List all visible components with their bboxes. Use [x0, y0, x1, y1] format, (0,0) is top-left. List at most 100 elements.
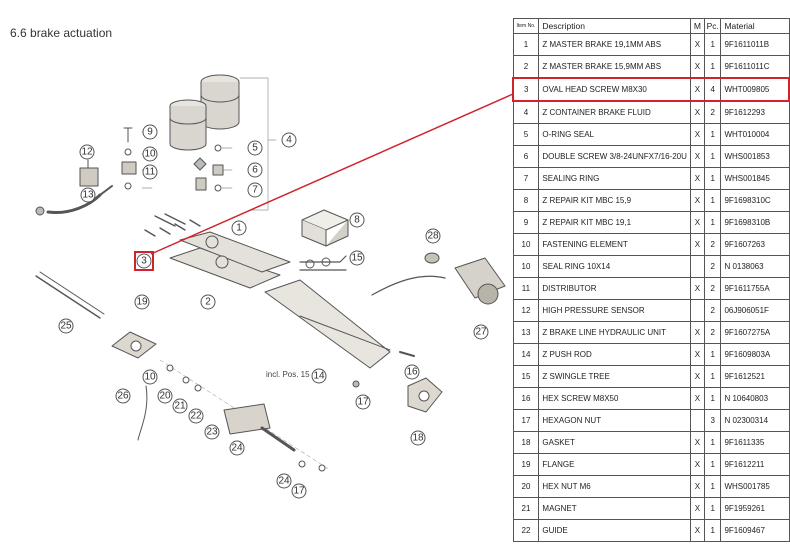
material-no-cell: 9F1959261	[720, 497, 790, 520]
material-no-cell: 9F1607263	[720, 233, 790, 256]
header-m: M	[689, 18, 706, 34]
description-cell: SEALING RING	[538, 167, 691, 190]
material-no-cell: N 10640803	[720, 387, 790, 410]
material-no-cell: N 0138063	[720, 255, 790, 278]
quantity-cell: 2	[704, 100, 722, 124]
m-flag-cell: X	[689, 167, 706, 190]
header-material: Material	[720, 18, 790, 34]
callout-circle	[276, 473, 292, 489]
item-no-cell: 7	[512, 167, 540, 190]
callout-circle	[349, 212, 365, 228]
callout-circle	[231, 220, 247, 236]
callout-circle	[142, 164, 158, 180]
material-no-cell: 9F1611755A	[720, 277, 790, 300]
callout-circle	[204, 424, 220, 440]
callout-circle	[142, 124, 158, 140]
material-no-cell: N 02300314	[720, 409, 790, 432]
quantity-cell: 4	[704, 77, 722, 102]
incl-pos-note: incl. Pos. 15	[266, 370, 310, 379]
callout-label: 17	[293, 486, 305, 497]
description-cell: GUIDE	[538, 519, 691, 542]
item-no-cell: 20	[512, 475, 540, 498]
callout-label: 4	[286, 135, 292, 146]
m-flag-cell: X	[689, 519, 706, 542]
callout-circle	[404, 364, 420, 380]
callout-circle	[58, 318, 74, 334]
page-title: 6.6 brake actuation	[10, 26, 113, 40]
callout-circle	[142, 369, 158, 385]
description-cell: MAGNET	[538, 497, 691, 520]
callout-label: 17	[357, 397, 369, 408]
callout-circle	[247, 182, 263, 198]
callout-circle	[79, 144, 95, 160]
callout-circle	[136, 253, 152, 269]
quantity-cell: 1	[704, 211, 722, 234]
quantity-cell: 1	[704, 497, 722, 520]
m-flag-cell	[689, 409, 706, 432]
callout-label: 13	[82, 190, 94, 201]
material-no-cell: 06J906051F	[720, 299, 790, 322]
callout-label: 12	[81, 147, 93, 158]
description-cell: Z REPAIR KIT MBC 15,9	[538, 189, 691, 212]
m-flag-cell: X	[689, 343, 706, 366]
description-cell: Z REPAIR KIT MBC 19,1	[538, 211, 691, 234]
quantity-cell: 2	[704, 321, 722, 344]
callout-circle	[172, 398, 188, 414]
m-flag-cell: X	[689, 33, 706, 56]
callout-label: 10	[144, 149, 156, 160]
description-cell: FLANGE	[538, 453, 691, 476]
callout-label: 22	[190, 411, 202, 422]
callout-label: 3	[141, 256, 147, 267]
material-no-cell: 9F1609803A	[720, 343, 790, 366]
callout-label: 23	[206, 427, 218, 438]
parts-table-header: Item No. Description M Pc. Material	[512, 18, 790, 34]
quantity-cell: 3	[704, 409, 722, 432]
callout-circle	[229, 440, 245, 456]
callout-label: 11	[145, 167, 156, 178]
item-no-cell: 18	[512, 431, 540, 454]
m-flag-cell: X	[689, 233, 706, 256]
quantity-cell: 1	[704, 167, 722, 190]
callout-circle	[200, 294, 216, 310]
quantity-cell: 2	[704, 233, 722, 256]
item-no-cell: 16	[512, 387, 540, 410]
m-flag-cell: X	[689, 475, 706, 498]
m-flag-cell: X	[689, 145, 706, 168]
callout-label: 7	[252, 185, 258, 196]
m-flag-cell: X	[689, 497, 706, 520]
m-flag-cell: X	[689, 189, 706, 212]
description-cell: HEXAGON NUT	[538, 409, 691, 432]
m-flag-cell: X	[689, 211, 706, 234]
callout-circle	[142, 146, 158, 162]
material-no-cell: 9F1612211	[720, 453, 790, 476]
brake-fluid-reservoir-large	[200, 74, 240, 130]
material-no-cell: 9F1611011C	[720, 55, 790, 79]
m-flag-cell: X	[689, 387, 706, 410]
callout-circle	[247, 162, 263, 178]
callout-label: 24	[278, 476, 290, 487]
callout-label: 21	[174, 401, 186, 412]
callout-circle	[281, 132, 297, 148]
quantity-cell: 1	[704, 387, 722, 410]
item-no-cell: 17	[512, 409, 540, 432]
callout-label: 20	[159, 391, 171, 402]
material-no-cell: 9F1609467	[720, 519, 790, 542]
callout-label: 9	[147, 127, 153, 138]
callout-label: 2	[205, 297, 211, 308]
item-no-cell: 6	[512, 145, 540, 168]
material-no-cell: 9F1612521	[720, 365, 790, 388]
material-no-cell: 9F1611011B	[720, 33, 790, 56]
quantity-cell: 1	[704, 453, 722, 476]
description-cell: SEAL RING 10X14	[538, 255, 691, 278]
item-no-cell: 14	[512, 343, 540, 366]
item-no-cell: 5	[512, 123, 540, 146]
